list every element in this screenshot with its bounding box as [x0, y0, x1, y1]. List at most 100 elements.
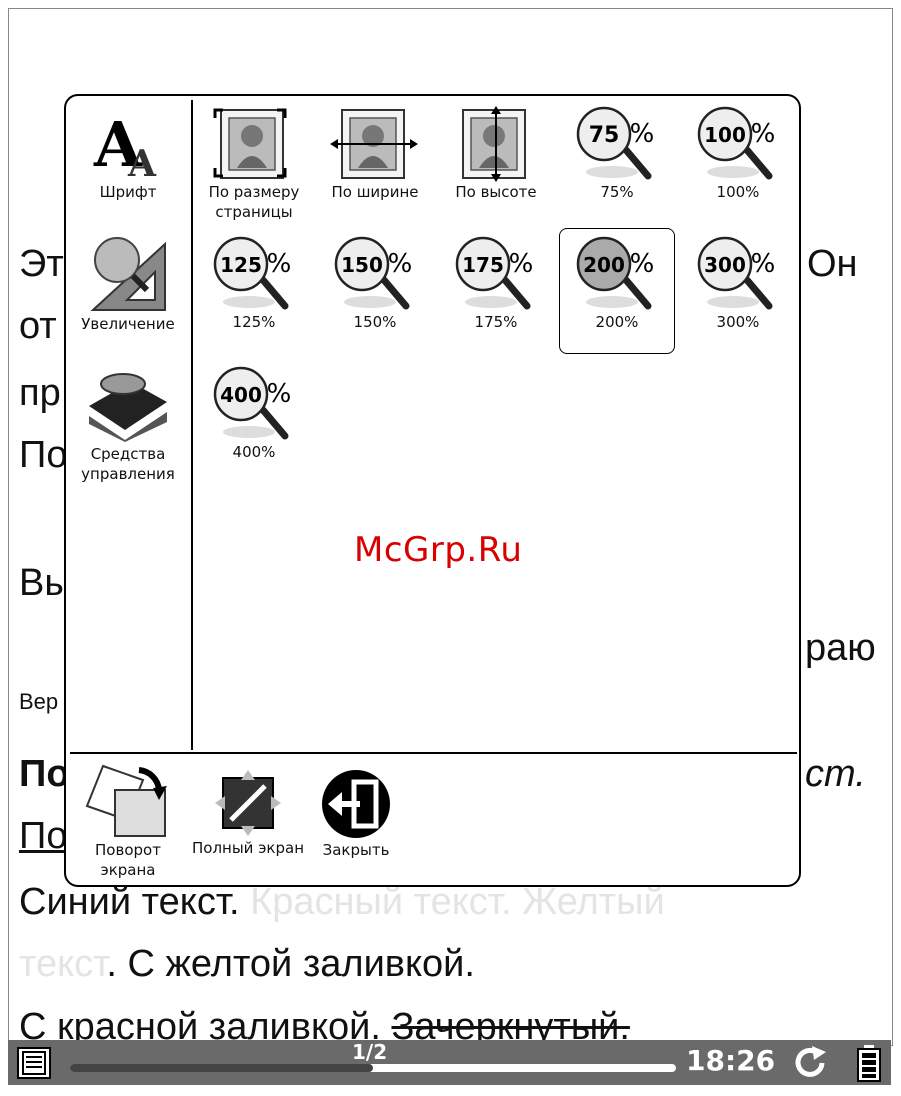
- rotate-screen-button[interactable]: Поворот экрана: [70, 760, 186, 880]
- doc-text: от: [19, 305, 57, 347]
- clock: 18:26: [686, 1044, 776, 1077]
- action-label: Поворот экрана: [95, 841, 161, 879]
- doc-text: Вы: [19, 562, 72, 604]
- svg-text:A: A: [127, 143, 157, 182]
- zoom-option-label: По высоте: [455, 183, 537, 201]
- zoom-badge-percent: %: [751, 249, 776, 279]
- zoom-option-fit-height[interactable]: По высоте: [438, 106, 554, 202]
- zoom-option-label: 175%: [474, 313, 518, 331]
- zoom-option-label: По ширине: [331, 183, 419, 201]
- controls-icon: [89, 373, 167, 442]
- doc-text: Он: [807, 243, 858, 285]
- refresh-icon[interactable]: [792, 1044, 830, 1082]
- doc-text: раю: [805, 627, 876, 669]
- zoom-badge-number: 175: [462, 253, 504, 277]
- action-label: Полный экран: [191, 839, 305, 857]
- zoom-option-100[interactable]: 100%100%: [680, 106, 796, 202]
- zoom-badge-number: 300: [704, 253, 746, 277]
- doc-text: Вер: [19, 689, 59, 714]
- doc-text-yellow: Желтый: [522, 881, 665, 923]
- zoom-badge-number: 200: [583, 253, 625, 277]
- zoom-badge-percent: %: [267, 379, 292, 409]
- zoom-option-label: 75%: [600, 183, 634, 201]
- zoom-300-icon: 300%: [697, 236, 776, 310]
- sidebar-item-label: Шрифт: [99, 183, 157, 201]
- doc-text-yellow: текст: [19, 943, 107, 985]
- doc-text: По: [19, 815, 68, 857]
- doc-line: текст. С желтой заливкой.: [19, 943, 475, 986]
- fit-height-icon: [462, 106, 526, 182]
- zoom-tools-icon: [90, 237, 166, 311]
- zoom-menu-popup: A A Шрифт Увеличение Средства управления…: [64, 94, 801, 887]
- sidebar-item-label: Увеличение: [81, 315, 175, 333]
- zoom-option-300[interactable]: 300%300%: [680, 236, 796, 332]
- zoom-75-icon: 75%: [576, 106, 655, 180]
- fullscreen-button[interactable]: Полный экран: [190, 768, 306, 858]
- zoom-badge-number: 100: [704, 123, 746, 147]
- zoom-option-label: По размеру страницы: [208, 183, 300, 221]
- doc-text-blue: Синий текст.: [19, 881, 240, 923]
- zoom-125-icon: 125%: [213, 236, 292, 310]
- zoom-option-label: 125%: [232, 313, 276, 331]
- zoom-option-fit-page[interactable]: По размеру страницы: [196, 106, 312, 222]
- svg-text:A: A: [93, 108, 143, 181]
- close-icon: [322, 770, 390, 838]
- fullscreen-icon: [215, 770, 281, 836]
- zoom-100-icon: 100%: [697, 106, 776, 180]
- sidebar-item-label: Средства управления: [81, 445, 175, 483]
- sidebar-item-font[interactable]: A A Шрифт: [70, 106, 186, 202]
- menu-horizontal-divider: [70, 752, 797, 754]
- menu-icon[interactable]: [16, 1046, 52, 1080]
- menu-vertical-divider: [191, 100, 193, 750]
- zoom-option-label: 150%: [353, 313, 397, 331]
- zoom-150-icon: 150%: [334, 236, 413, 310]
- doc-line: Синий текст. Красный текст. Желтый: [19, 881, 665, 924]
- zoom-badge-percent: %: [267, 249, 292, 279]
- zoom-option-400[interactable]: 400%400%: [196, 366, 312, 462]
- battery-icon: [857, 1045, 881, 1082]
- doc-text: ст.: [805, 753, 866, 795]
- zoom-option-label: 100%: [716, 183, 760, 201]
- doc-text: пр: [19, 372, 61, 414]
- fit-width-icon: [330, 109, 418, 179]
- zoom-option-125[interactable]: 125%125%: [196, 236, 312, 332]
- doc-line: С красной заливкой. Зачеркнутый.: [19, 1006, 630, 1046]
- sidebar-item-zoom[interactable]: Увеличение: [70, 236, 186, 334]
- zoom-badge-percent: %: [388, 249, 413, 279]
- reading-progress-bar[interactable]: [70, 1064, 676, 1072]
- zoom-option-label: 300%: [716, 313, 760, 331]
- zoom-option-label: 400%: [232, 443, 276, 461]
- doc-text-strikethrough: Зачеркнутый.: [391, 1006, 630, 1046]
- doc-text: . С желтой заливкой.: [106, 943, 475, 985]
- fit-page-icon: [213, 108, 287, 179]
- zoom-badge-percent: %: [751, 119, 776, 149]
- zoom-option-75[interactable]: 75%75%: [559, 106, 675, 202]
- doc-text: Эт: [19, 243, 64, 285]
- watermark: McGrp.Ru: [354, 530, 523, 570]
- doc-text: По: [19, 753, 70, 795]
- zoom-badge-number: 400: [220, 383, 262, 407]
- status-bar: 1/2 18:26: [8, 1040, 891, 1085]
- rotate-screen-icon: [85, 764, 167, 837]
- doc-text: С красной заливкой.: [19, 1006, 381, 1046]
- zoom-400-icon: 400%: [213, 366, 292, 440]
- zoom-badge-number: 125: [220, 253, 262, 277]
- doc-text: По: [19, 434, 68, 476]
- zoom-badge-number: 75: [589, 123, 620, 148]
- zoom-badge-percent: %: [630, 249, 655, 279]
- zoom-option-175[interactable]: 175%175%: [438, 236, 554, 332]
- font-icon: A A: [93, 108, 157, 182]
- doc-text-red: Красный текст.: [250, 881, 512, 923]
- page-indicator: 1/2: [352, 1040, 388, 1064]
- zoom-option-150[interactable]: 150%150%: [317, 236, 433, 332]
- zoom-badge-number: 150: [341, 253, 383, 277]
- zoom-200-icon: 200%: [576, 236, 655, 310]
- sidebar-item-controls[interactable]: Средства управления: [70, 368, 186, 484]
- action-label: Закрыть: [322, 841, 390, 859]
- reading-progress-fill: [70, 1064, 373, 1072]
- zoom-option-200[interactable]: 200%200%: [559, 228, 675, 354]
- zoom-badge-percent: %: [630, 119, 655, 149]
- zoom-option-fit-width[interactable]: По ширине: [317, 106, 433, 202]
- zoom-option-label: 200%: [595, 313, 639, 331]
- close-button[interactable]: Закрыть: [298, 768, 414, 860]
